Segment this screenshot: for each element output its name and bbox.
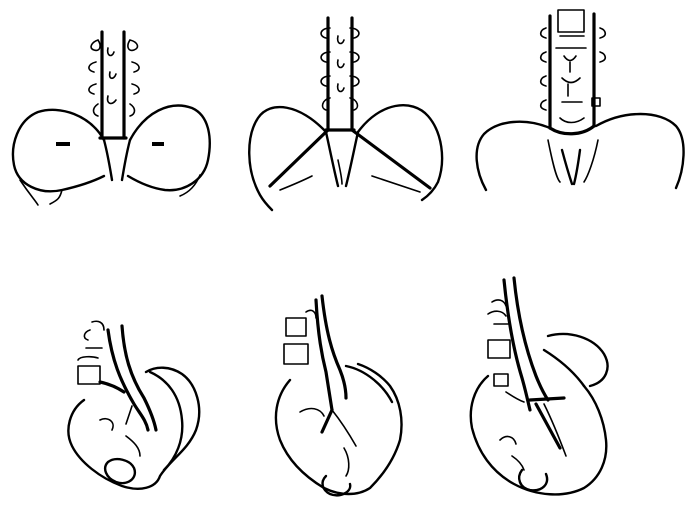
pelvis-outline [471, 376, 607, 494]
panel-posterior-iliac-extension [249, 18, 442, 210]
right-rod [322, 296, 346, 398]
right-iliac-wing [128, 106, 210, 191]
panel-posterior-rods-to-sacrum [13, 32, 210, 205]
left-iliac-wing [13, 110, 104, 191]
lumbar-vertebrae [284, 310, 316, 364]
panel-oblique-rods-into-pelvis [68, 321, 199, 488]
left-iliac-rod [270, 130, 328, 186]
left-iliac-wing [477, 122, 550, 190]
sacrum [562, 150, 580, 184]
left-rod [108, 330, 148, 430]
right-iliac-rod [352, 130, 430, 188]
obturator-foramen [519, 470, 547, 490]
lumbar-vertebrae [78, 321, 104, 384]
panel-oblique-iliac-bar [471, 278, 608, 494]
left-sacral-screw [56, 142, 70, 146]
pelvis-outline [276, 364, 402, 494]
lumbar-vertebrae [89, 40, 139, 116]
obturator-foramen [105, 459, 135, 483]
right-rod [514, 278, 548, 400]
panel-oblique-angled-rods [276, 296, 402, 495]
iliac-bar [530, 398, 564, 400]
sacrum [104, 140, 130, 180]
left-iliac-wing [249, 107, 326, 210]
right-iliac-wing [596, 114, 684, 188]
panel-posterior-vertebral-bodies [477, 10, 684, 190]
right-sacral-screw [152, 142, 164, 146]
